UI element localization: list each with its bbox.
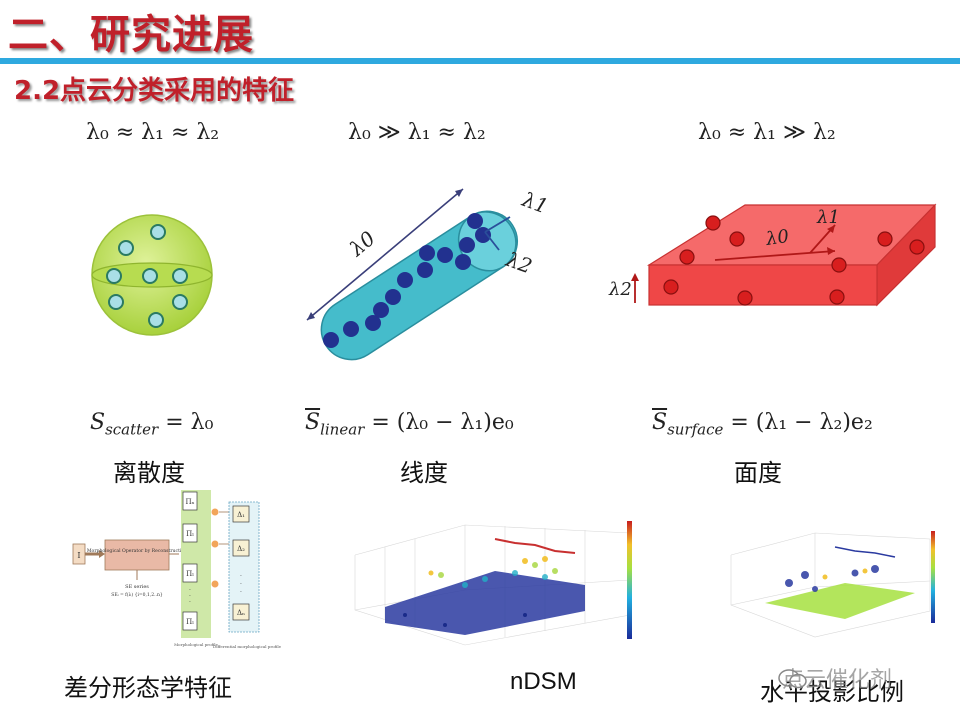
box-lambda0: λ0 — [764, 226, 791, 250]
profile-caption: Morphological profile — [174, 642, 218, 647]
horizontal-projection-point-cloud — [730, 531, 935, 638]
surface-label: 面度 — [734, 459, 782, 487]
diff-caption: Differential morphological profile — [213, 644, 282, 649]
diff-cell-text: Δ₁ — [237, 511, 245, 519]
linear-tube-diagram: λ0 λ1 λ2 — [306, 187, 551, 361]
horizontal-projection-label: 水平投影比例 — [760, 678, 904, 706]
morph-feature-label: 差分形态学特征 — [64, 674, 232, 702]
ndsm-point-cloud — [354, 521, 632, 646]
operator-text: Morphological Operator by Reconstruction — [87, 548, 187, 554]
svg-text:·: · — [240, 581, 242, 588]
profile-cell-text: Πₓ — [185, 498, 194, 506]
svg-text:·: · — [189, 587, 191, 594]
svg-text:·: · — [189, 599, 191, 606]
profile-cell-text: Πₗ — [186, 618, 194, 626]
linear-condition: λ₀ ≫ λ₁ ≈ λ₂ — [348, 120, 486, 145]
box-lambda1: λ1 — [816, 207, 840, 228]
ndsm-label: nDSM — [510, 668, 577, 695]
diff-cell-text: Δₙ — [237, 609, 245, 617]
box-lambda2: λ2 — [608, 279, 632, 300]
surface-formula: Ssurface = (λ₁ − λ₂)e₂ — [652, 410, 873, 439]
page-title: 二、研究进展 — [8, 12, 254, 58]
profile-cell-text: Πₗ — [186, 570, 194, 578]
wechat-icon — [778, 669, 807, 689]
scatter-formula: Sscatter = λ₀ — [90, 410, 214, 439]
input-text: I — [77, 551, 80, 560]
linear-label: 线度 — [400, 459, 448, 487]
svg-text:·: · — [240, 573, 242, 580]
svg-text:·: · — [189, 593, 191, 600]
watermark-text: 点云催化剂 — [782, 668, 893, 693]
tube-lambda1: λ1 — [518, 187, 551, 219]
scatter-label: 离散度 — [113, 459, 185, 487]
scatter-condition: λ₀ ≈ λ₁ ≈ λ₂ — [86, 120, 220, 145]
surface-box-diagram: λ0 λ1 λ2 — [608, 203, 937, 307]
section-subtitle: 2.2点云分类采用的特征 — [14, 76, 295, 106]
se-formula-text: SEᵢ = f(λ) {i=0,1,2..n} — [111, 591, 163, 598]
surface-condition: λ₀ ≈ λ₁ ≫ λ₂ — [698, 120, 836, 145]
tube-lambda0: λ0 — [344, 226, 380, 262]
profile-cell-text: Πₗ — [186, 530, 194, 538]
svg-text:·: · — [240, 589, 242, 596]
se-series-text: SE series — [125, 584, 149, 590]
title-rule — [0, 58, 960, 64]
linear-formula: Slinear = (λ₀ − λ₁)e₀ — [305, 410, 514, 439]
morphological-profile-diagram: I Morphological Operator by Reconstructi… — [72, 490, 282, 649]
scatter-sphere-diagram — [91, 214, 213, 336]
diff-cell-text: Δ₂ — [237, 545, 245, 553]
